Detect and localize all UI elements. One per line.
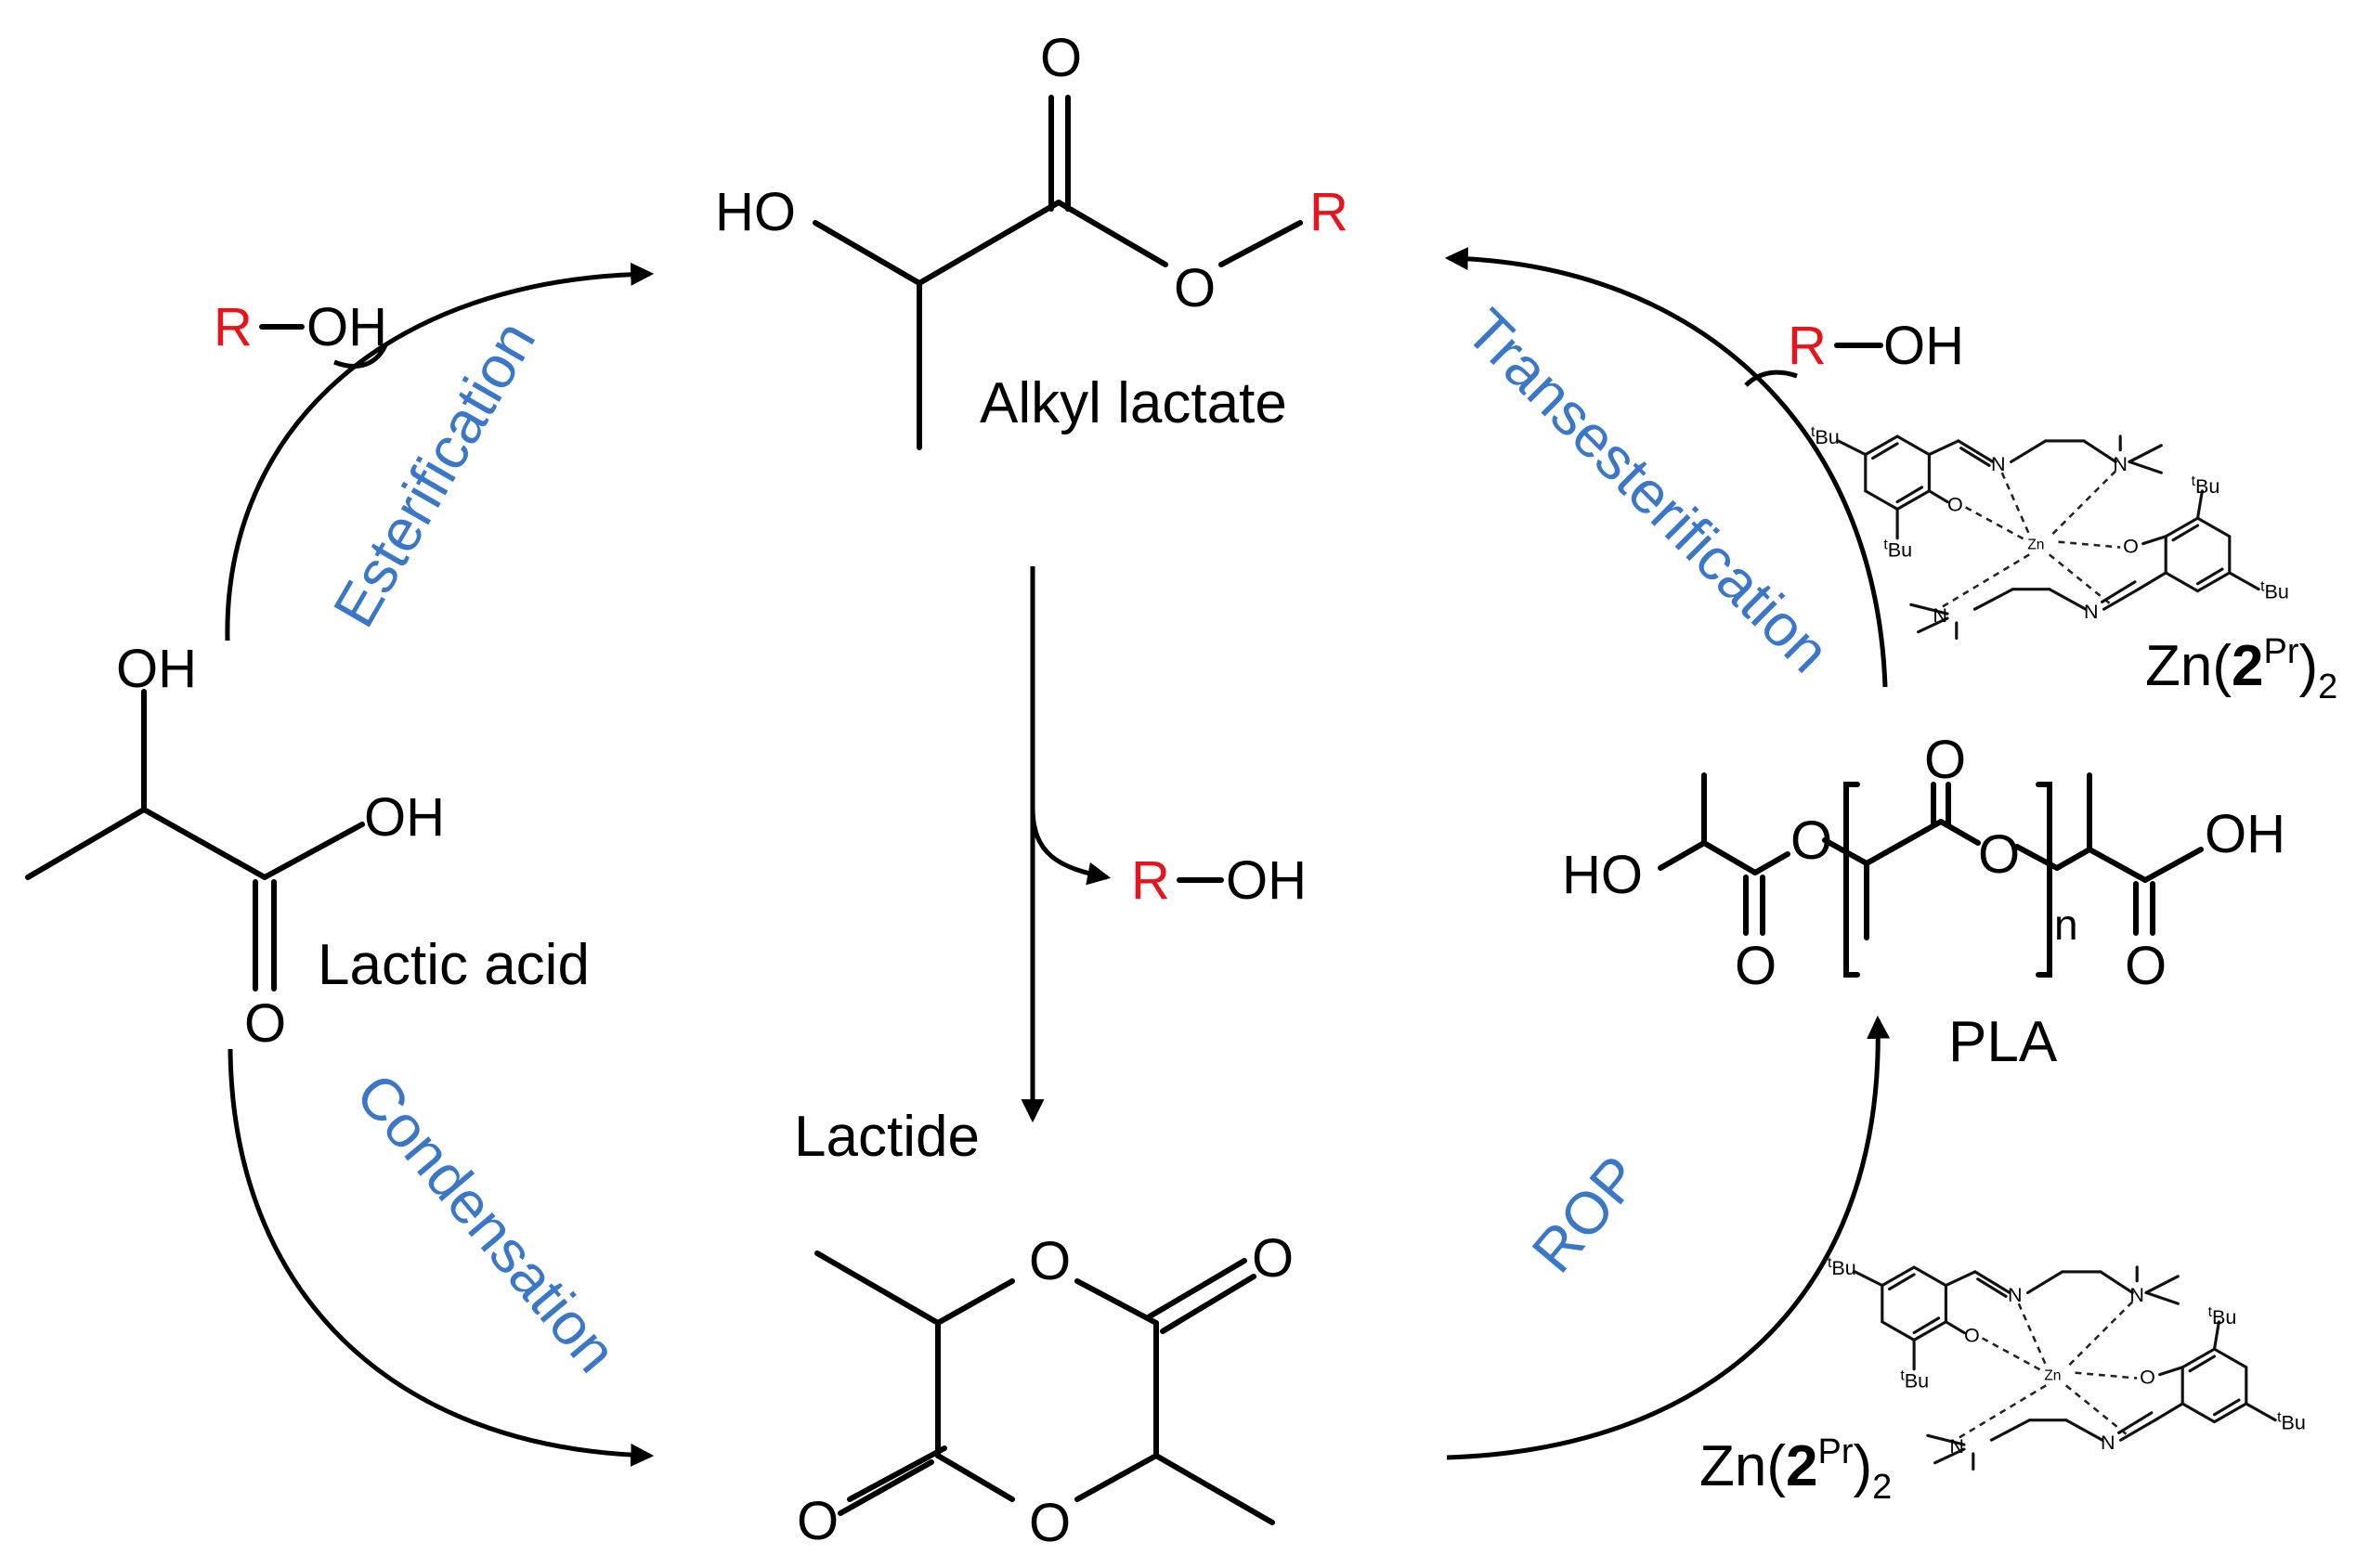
lactide-structure: O O O O <box>797 1228 1294 1553</box>
lactide-carbonyl-o-left: O <box>797 1491 839 1551</box>
alkyl-lactate-ho: HO <box>715 182 796 242</box>
pla-repeat-n: n <box>2054 901 2078 949</box>
svg-text:R: R <box>1131 850 1170 911</box>
rop-label: ROP <box>1519 1143 1653 1285</box>
lactide-label: Lactide <box>794 1105 980 1169</box>
svg-text:OH: OH <box>1883 316 1964 376</box>
pla-carbonyl-o: O <box>1735 936 1777 996</box>
lactide-carbonyl-o-right: O <box>1252 1228 1294 1289</box>
catalyst-name-bottom: Zn(2Pr)2 <box>1699 1432 1892 1507</box>
lactic-acid-oh-acid: OH <box>364 787 445 848</box>
pla-ho: HO <box>1562 845 1643 905</box>
esterification-arrow <box>225 262 655 641</box>
lactic-acid-structure: OH OH O <box>25 639 445 1054</box>
lactic-acid-oh-top: OH <box>116 639 197 699</box>
rop-arrow <box>1446 1015 1891 1460</box>
lactic-acid-label: Lactic acid <box>318 933 590 997</box>
svg-text:R: R <box>1788 316 1827 376</box>
alkyl-lactate-ester-o: O <box>1174 258 1216 318</box>
alkyl-lactate-carbonyl-o: O <box>1040 28 1082 88</box>
alkyl-lactate-r-group: R <box>1309 182 1348 242</box>
pla-oh: OH <box>2205 804 2285 864</box>
lactic-acid-carbonyl-o: O <box>244 993 286 1054</box>
lactide-ring-o-top: O <box>1029 1231 1071 1291</box>
transesterification-r-oh: R OH <box>1788 316 1964 376</box>
svg-text:R: R <box>214 297 253 357</box>
esterification-r-oh: R OH <box>214 297 387 357</box>
catalyst-structure-top <box>1809 422 2291 641</box>
condensation-arrow <box>228 1048 655 1467</box>
alkyl-lactate-structure: HO O O R <box>715 28 1348 450</box>
condensation-label: Condensation <box>343 1061 630 1385</box>
catalyst-name-top: Zn(2Pr)2 <box>2145 632 2337 706</box>
esterification-reagent-hook <box>333 343 388 369</box>
transesterification-label: Transesterification <box>1453 296 1842 685</box>
pla-carbonyl-o: O <box>1924 730 1966 790</box>
lactide-ring-o-bottom: O <box>1029 1493 1071 1553</box>
svg-text:OH: OH <box>1226 850 1307 911</box>
roh-release-arrow <box>1030 807 1112 886</box>
pla-ester-o: O <box>1978 824 2020 885</box>
pla-structure: HO O O O O OH O n <box>1562 730 2285 996</box>
esterification-label: Esterification <box>320 310 549 638</box>
pla-label: PLA <box>1948 1010 2058 1074</box>
transesterification-reagent-hook <box>1744 369 1798 387</box>
alkyl-lactate-label: Alkyl lactate <box>980 371 1287 435</box>
released-r-oh: R OH <box>1131 850 1307 911</box>
pla-carbonyl-o: O <box>2125 936 2167 996</box>
svg-text:OH: OH <box>306 297 387 357</box>
pla-ester-o: O <box>1790 810 1832 871</box>
catalyst-structure-bottom <box>1826 1253 2308 1471</box>
